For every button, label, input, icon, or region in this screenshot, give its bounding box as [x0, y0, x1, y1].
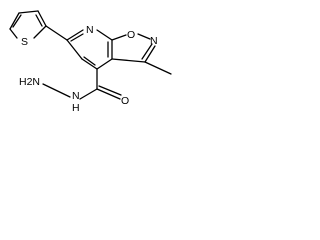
chemical-structure: S N O N O N H H2N: [9, 10, 172, 114]
bond: [70, 33, 84, 42]
thiophene-sulfur-label: S: [21, 36, 28, 48]
bond: [66, 29, 84, 41]
bond: [96, 29, 113, 41]
pyridine-nitrogen-label: N: [86, 24, 94, 36]
bond: [37, 10, 47, 27]
hydrazide-nh-hydrogen-label: H: [72, 102, 80, 114]
bond: [144, 45, 156, 63]
hydrazide-nitrogen-label: N: [72, 90, 80, 102]
methyl-bond: [144, 61, 172, 75]
bond: [111, 34, 127, 41]
bond: [18, 10, 39, 14]
carbonyl-double-bond: [96, 88, 121, 100]
bond: [79, 88, 98, 100]
thiophene-ring: [9, 10, 47, 39]
bond: [66, 39, 83, 60]
isoxazole-oxygen-label: O: [127, 29, 135, 41]
bond: [137, 33, 151, 40]
bond: [81, 58, 98, 70]
bond: [33, 25, 47, 39]
bond: [96, 58, 113, 70]
carbonyl-oxygen-label: O: [121, 95, 129, 107]
bond: [42, 83, 71, 98]
isoxazole-ring: [111, 33, 156, 63]
bond: [35, 14, 43, 27]
bond: [83, 56, 96, 66]
thiophene-pyridine-bond: [45, 25, 68, 41]
bond: [9, 28, 18, 39]
bond: [111, 58, 146, 63]
carbonyl-double-bond: [98, 85, 122, 96]
bond: [9, 12, 20, 30]
bond: [141, 43, 153, 60]
bond: [12, 14, 22, 28]
hydrazide-group: [42, 68, 122, 100]
isoxazole-nitrogen-label: N: [150, 35, 158, 47]
amine-group-label: H2N: [19, 76, 40, 88]
pyridine-ring: [66, 29, 113, 70]
